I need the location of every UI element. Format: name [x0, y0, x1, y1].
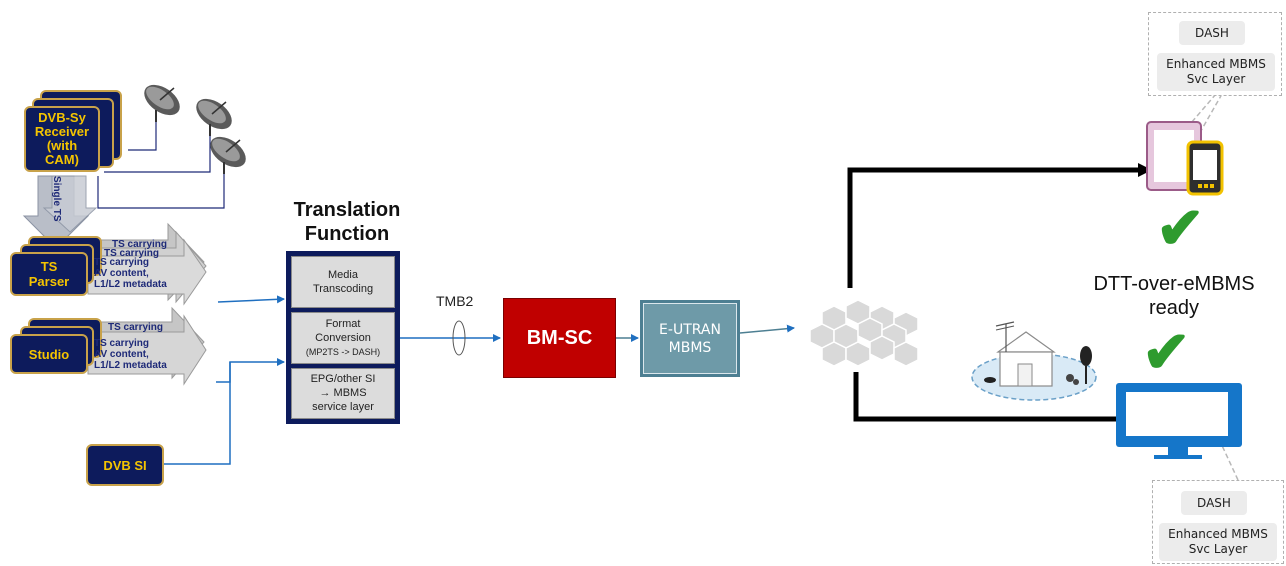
tablet-phone-icon — [1146, 121, 1224, 196]
ts-parser-arrow-line: AV content, — [94, 268, 149, 279]
receiver-label-line: CAM) — [45, 152, 79, 167]
cell-cluster — [809, 299, 919, 367]
single-ts-label: Single TS — [51, 176, 62, 222]
ts-parser-label-line: Parser — [28, 274, 70, 289]
ready-line: ready — [1148, 297, 1200, 319]
svc-layer-bottom: DASH Enhanced MBMS Svc Layer — [1152, 480, 1284, 564]
format-conversion-line: (MP2TS -> DASH) — [305, 346, 381, 357]
satellite-dish-icon — [210, 136, 246, 174]
translation-title-line: Translation — [293, 199, 401, 221]
format-conversion-line: Conversion — [315, 331, 371, 344]
svc-top-line: Svc Layer — [1186, 72, 1246, 86]
svc-top-pointer — [1165, 93, 1217, 153]
ts-parser-label-line: TS — [40, 259, 58, 274]
receiver-label-line: (with — [46, 138, 78, 153]
svc-top-dash: DASH — [1179, 21, 1245, 45]
translation-title-line: Function — [304, 223, 390, 245]
dvb-sy-receiver: DVB-Sy Receiver (with CAM) — [24, 106, 100, 172]
media-transcoding-box: Media Transcoding — [291, 256, 395, 308]
svc-layer-top: DASH Enhanced MBMS Svc Layer — [1148, 12, 1282, 96]
svc-bottom-line: Svc Layer — [1188, 542, 1248, 556]
eutran-box: E-UTRAN MBMS — [640, 300, 740, 377]
ts-parser-arrow-line: L1/L2 metadata — [94, 279, 167, 290]
ts-parser-arrow-back-text: TS carrying — [112, 239, 168, 250]
satellite-dish-icon — [196, 98, 232, 136]
single-ts-down-arrow — [22, 175, 98, 249]
tv-icon — [1116, 383, 1242, 459]
epg-si-line: service layer — [312, 401, 374, 414]
dish-feed-lines — [97, 120, 225, 209]
studio-arrow-shape — [87, 306, 207, 386]
studio-label: Studio — [28, 346, 70, 362]
svc-top-pointer-2 — [1189, 93, 1223, 151]
checkmark-icon: ✔ — [1142, 320, 1191, 385]
studio-to-translation-line — [216, 358, 285, 383]
eutran-line: E-UTRAN — [659, 321, 721, 338]
tmb2-interface-ellipse — [452, 320, 466, 356]
translation-function-box: Media Transcoding Format Conversion (MP2… — [286, 251, 400, 424]
checkmark-icon: ✔ — [1156, 196, 1205, 261]
tmb2-label: TMB2 — [436, 293, 474, 309]
svc-bottom-line: Enhanced MBMS — [1168, 527, 1268, 541]
svc-top-line: Enhanced MBMS — [1166, 57, 1266, 71]
ready-line: DTT-over-eMBMS — [1093, 273, 1255, 295]
format-conversion-box: Format Conversion (MP2TS -> DASH) — [291, 311, 395, 364]
svc-bottom-enhanced: Enhanced MBMS Svc Layer — [1159, 523, 1277, 561]
ts-parser-arrow-shape — [87, 222, 207, 306]
satellite-dish-icon — [144, 84, 180, 122]
delivery-arrow-tv — [853, 372, 1130, 426]
studio-box: Studio — [10, 334, 88, 374]
receiver-label-line: Receiver — [34, 124, 90, 139]
ready-caption: DTT-over-eMBMS ready — [1076, 272, 1272, 320]
ts-parser: TS Parser — [10, 252, 88, 296]
eutran-to-cells-line — [739, 324, 795, 334]
delivery-arrow-mobile — [847, 163, 1152, 288]
ts-parser-arrow-mid-text: TS carrying — [104, 248, 160, 259]
studio-arrow-back-text: TS carrying — [108, 322, 164, 333]
bmsc-label: BM-SC — [526, 326, 593, 349]
format-conversion-line: Format — [325, 317, 361, 330]
ts-parser-arrow-front-text: TS carrying AV content, L1/L2 metadata — [94, 257, 167, 290]
dvb-si-box: DVB SI — [86, 444, 164, 486]
eutran-line: MBMS — [668, 339, 712, 356]
studio-arrow-front-text: TS carrying AV content, L1/L2 metadata — [94, 338, 167, 371]
svc-top-enhanced: Enhanced MBMS Svc Layer — [1157, 53, 1275, 91]
svc-bottom-dash: DASH — [1181, 491, 1247, 515]
media-transcoding-line: Transcoding — [312, 282, 374, 295]
parser-to-translation-line — [217, 295, 285, 304]
epg-si-line: EPG/other SI — [310, 373, 376, 386]
epg-si-box: EPG/other SI → MBMS service layer — [291, 367, 395, 419]
bmsc-box: BM-SC — [503, 298, 616, 378]
ts-parser-arrow-line: TS carrying — [94, 257, 150, 268]
epg-si-line: → MBMS — [319, 387, 367, 400]
house-icon — [971, 321, 1097, 401]
receiver-label-line: DVB-Sy — [38, 110, 86, 125]
studio-arrow-line: AV content, — [94, 349, 149, 360]
single-ts-label-holder: Single TS — [51, 176, 63, 222]
dvb-si-label: DVB SI — [103, 457, 147, 473]
media-transcoding-line: Media — [328, 268, 358, 281]
translation-title: Translation Function — [276, 198, 418, 246]
studio-arrow-line: TS carrying — [94, 338, 150, 349]
eutran-inner: E-UTRAN MBMS — [643, 303, 737, 374]
dvbsi-to-translation-line — [164, 362, 231, 465]
studio-arrow-line: L1/L2 metadata — [94, 360, 167, 371]
